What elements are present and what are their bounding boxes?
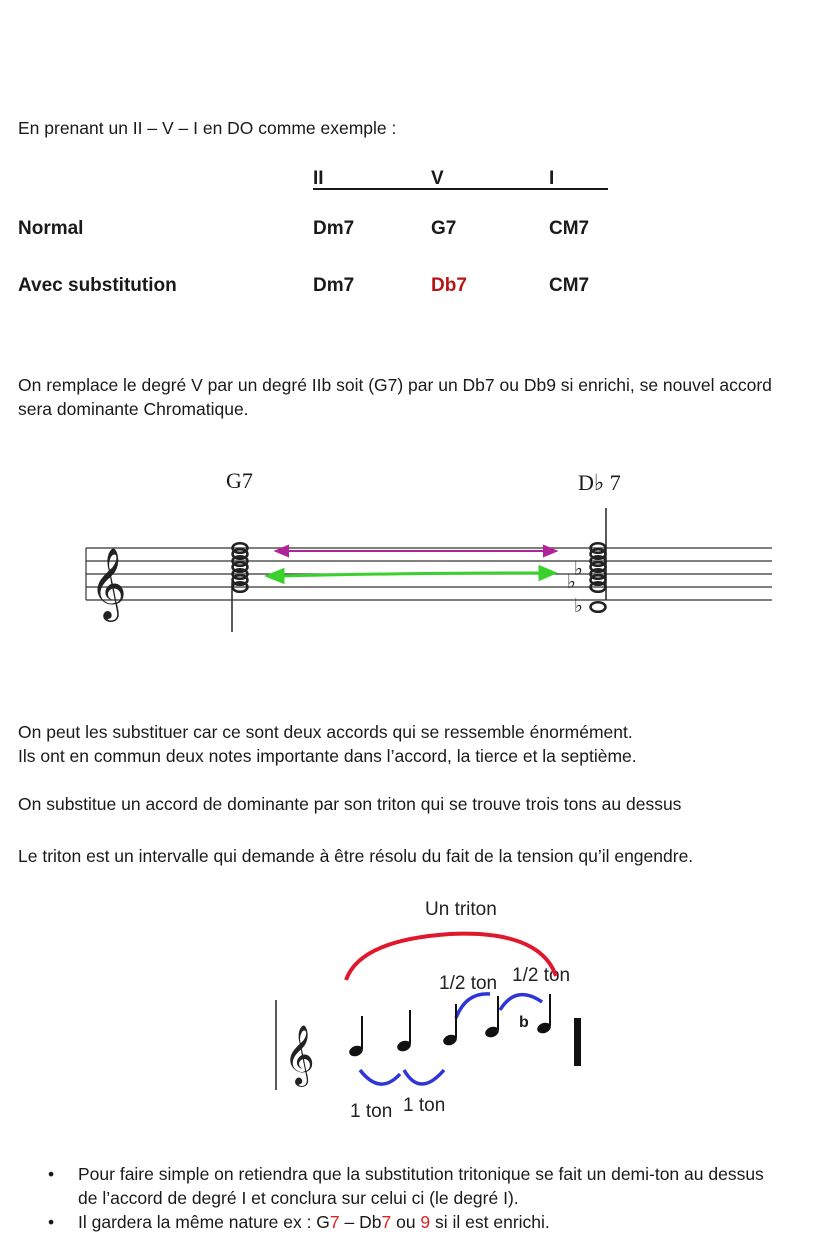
bullet-item-2: • Il gardera la même nature ex : G7 – Db… [18, 1210, 818, 1234]
row-subst-ii: Dm7 [313, 275, 355, 296]
flat-label: b [519, 1014, 529, 1031]
row-normal-label: Normal [18, 218, 84, 239]
para1-line2: sera dominante Chromatique. [18, 399, 249, 419]
bullet-list: • Pour faire simple on retiendra que la … [18, 1162, 818, 1234]
row-subst-v: Db7 [431, 275, 467, 296]
svg-text:♭: ♭ [574, 558, 583, 580]
bullet-1-line2: de l’accord de degré I et conclura sur c… [78, 1188, 519, 1208]
tone-arc-2 [402, 1068, 446, 1086]
svg-text:♭: ♭ [567, 571, 576, 593]
end-bar [574, 1018, 581, 1066]
row-normal-ii: Dm7 [313, 218, 355, 239]
staff-figure-2: 𝄞 [275, 931, 581, 1090]
g7-chord-notes [231, 541, 249, 594]
bullet-1-line1: Pour faire simple on retiendra que la su… [78, 1164, 764, 1184]
staff-figure-1: 𝄞 ♭ ♭ ♭ [85, 508, 772, 632]
db7-chord-notes [589, 541, 607, 614]
bullet-2-post: si il est enrichi. [430, 1212, 550, 1232]
chord-label-db7: D♭ 7 [578, 470, 621, 495]
bullet-item-1: • Pour faire simple on retiendra que la … [18, 1162, 818, 1210]
triton-notes [349, 994, 551, 1057]
bullet-dot-icon: • [48, 1164, 55, 1184]
bullet-2-mid1: – Db [339, 1212, 382, 1232]
green-arrow [263, 564, 558, 585]
header-underline [313, 188, 608, 190]
tone-label-1: 1 ton [350, 1101, 393, 1122]
half-tone-arc-1 [454, 992, 491, 1019]
para2-line2: Ils ont en commun deux notes importante … [18, 746, 637, 766]
chord-label-g7: G7 [226, 468, 253, 493]
row-normal-i: CM7 [549, 218, 590, 239]
triton-label: Un triton [425, 899, 497, 920]
svg-text:♭: ♭ [574, 595, 583, 617]
tone-label-2: 1 ton [403, 1095, 446, 1116]
treble-clef-icon: 𝄞 [90, 546, 127, 622]
magenta-arrow [273, 544, 559, 558]
header-i: I [549, 168, 555, 189]
bullet-2-mid2: ou [391, 1212, 421, 1232]
row-subst-i: CM7 [549, 275, 590, 296]
bullet-2-num2: 7 [381, 1212, 392, 1232]
para1-line1: On remplace le degré V par un degré IIb … [18, 375, 772, 395]
treble-clef-icon-2: 𝄞 [284, 1025, 315, 1087]
row-normal-v: G7 [431, 218, 457, 239]
triton-arc [344, 931, 558, 981]
header-v: V [431, 168, 444, 189]
para4: Le triton est un intervalle qui demande … [18, 846, 694, 866]
flat-signs: ♭ ♭ ♭ [567, 558, 583, 617]
para2-line1: On peut les substituer car ce sont deux … [18, 722, 633, 742]
bullet-dot-icon: • [48, 1212, 55, 1232]
header-ii: II [313, 168, 324, 189]
intro-text: En prenant un II – V – I en DO comme exe… [18, 118, 397, 138]
bullet-2-num1: 7 [329, 1212, 340, 1232]
row-subst-label: Avec substitution [18, 275, 177, 296]
para3: On substitue un accord de dominante par … [18, 794, 682, 814]
bullet-2-num3: 9 [420, 1212, 431, 1232]
half-tone-arc-2 [498, 992, 543, 1011]
tone-arc-1 [358, 1068, 402, 1086]
half-tone-label-1: 1/2 ton [439, 973, 498, 994]
bullet-2-pre: Il gardera la même nature ex : G [78, 1212, 330, 1232]
